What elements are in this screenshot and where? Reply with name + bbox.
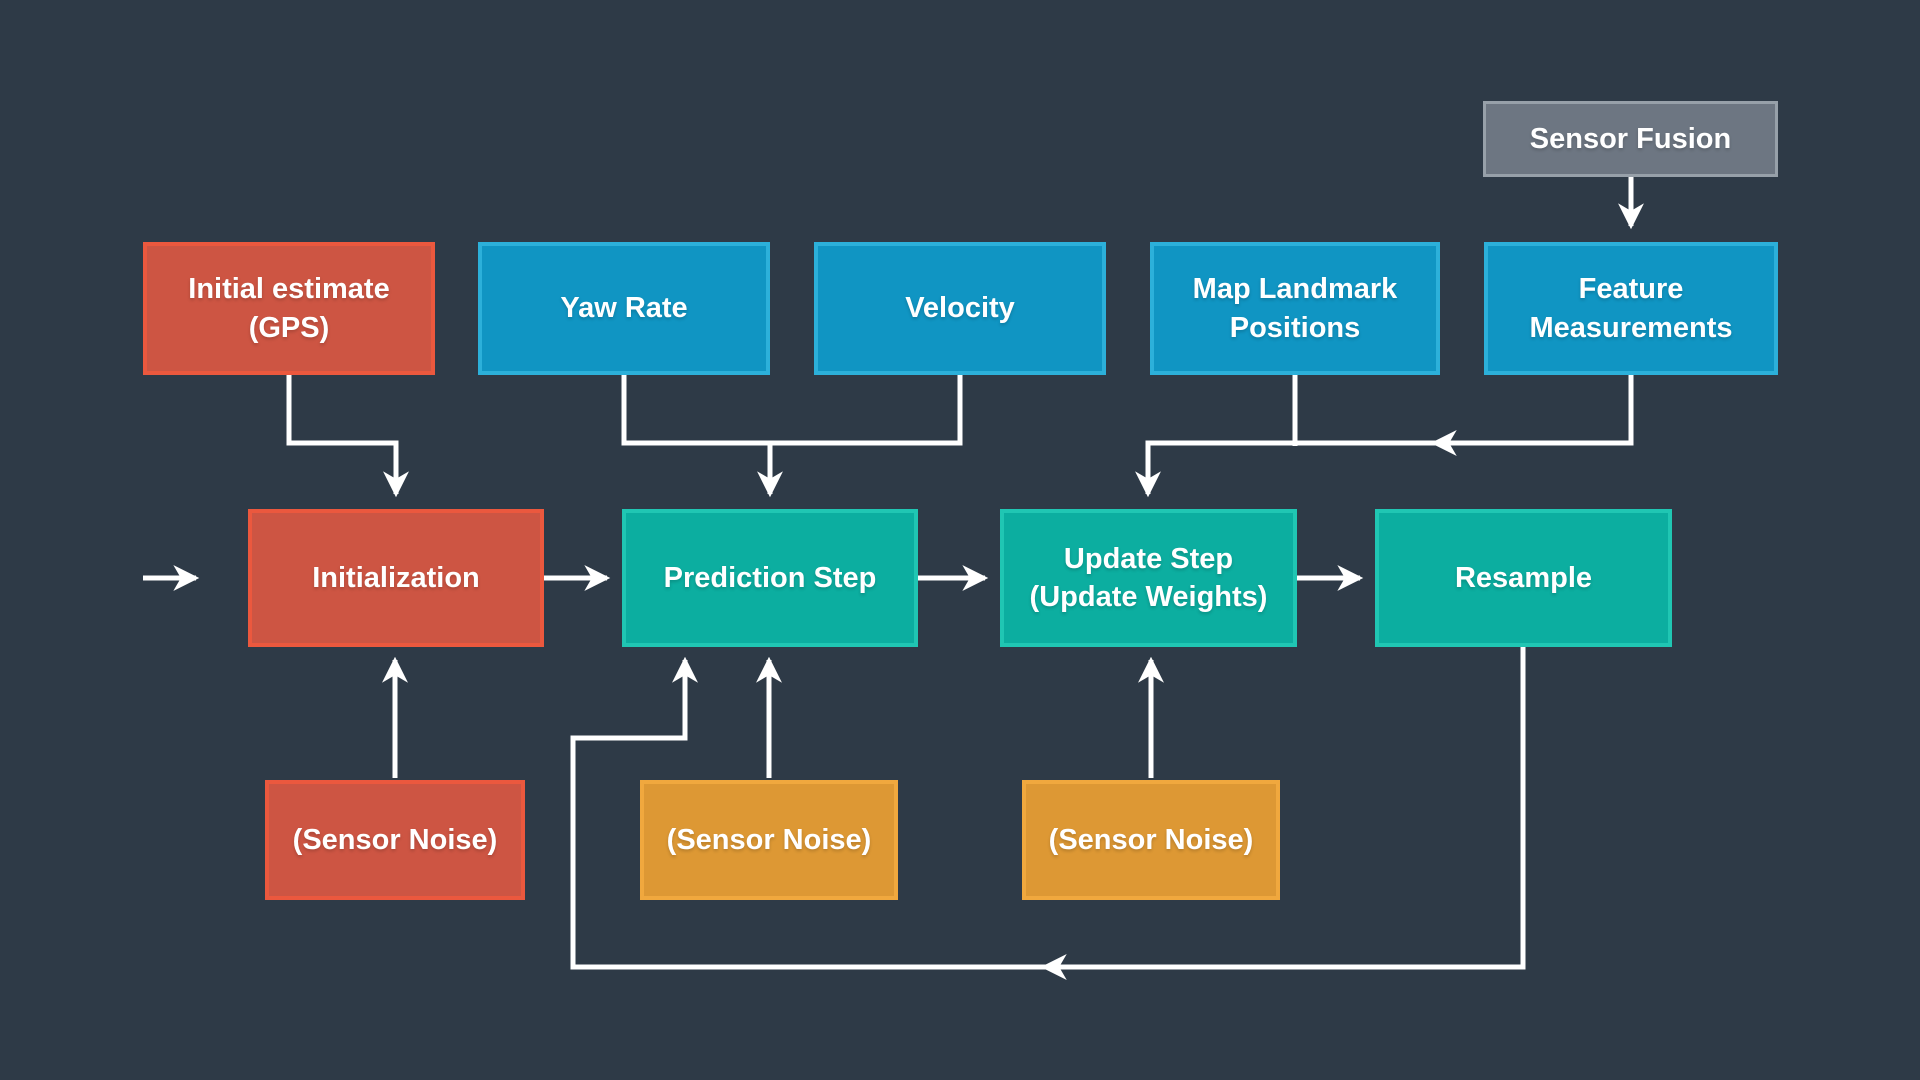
- velocity-label: Velocity: [905, 292, 1015, 325]
- sensor-noise-initialization-label: (Sensor Noise): [292, 823, 498, 856]
- velocity-node: Velocity: [814, 242, 1106, 375]
- feature-measurements-label: Feature Measurements: [1529, 273, 1733, 344]
- prediction-step-label: Prediction Step: [663, 561, 877, 594]
- initialization-node: Initialization: [248, 509, 544, 647]
- sensor-noise-update-node: (Sensor Noise): [1022, 780, 1280, 900]
- sensor-fusion-label: Sensor Fusion: [1529, 122, 1732, 155]
- initialization-label: Initialization: [312, 561, 480, 594]
- update-step-label: Update Step (Update Weights): [1029, 542, 1268, 613]
- sensor-noise-prediction-label: (Sensor Noise): [666, 823, 872, 856]
- map-landmark-positions-node: Map Landmark Positions: [1150, 242, 1440, 375]
- prediction-step-node: Prediction Step: [622, 509, 918, 647]
- yaw-velocity-merge-rail: [621, 375, 963, 446]
- map-landmark-positions-label: Map Landmark Positions: [1192, 273, 1398, 344]
- resample-node: Resample: [1375, 509, 1672, 647]
- resample-label: Resample: [1454, 561, 1592, 594]
- sensor-noise-initialization-node: (Sensor Noise): [265, 780, 525, 900]
- yaw-rate-label: Yaw Rate: [560, 292, 688, 325]
- resample-feedback-loop: [570, 647, 1526, 970]
- feature-rail-to-update-arrow: [1135, 375, 1634, 498]
- yaw-rate-node: Yaw Rate: [478, 242, 770, 375]
- sensor-noise-prediction-node: (Sensor Noise): [640, 780, 898, 900]
- feature-measurements-node: Feature Measurements: [1484, 242, 1778, 375]
- initial-estimate-gps-node: Initial estimate (GPS): [143, 242, 435, 375]
- update-step-node: Update Step (Update Weights): [1000, 509, 1297, 647]
- sensor-noise-update-label: (Sensor Noise): [1048, 823, 1254, 856]
- initial-estimate-gps-label: Initial estimate (GPS): [188, 273, 390, 344]
- sensor-fusion-node: Sensor Fusion: [1483, 101, 1778, 177]
- initial-estimate-to-initialization: [286, 375, 409, 498]
